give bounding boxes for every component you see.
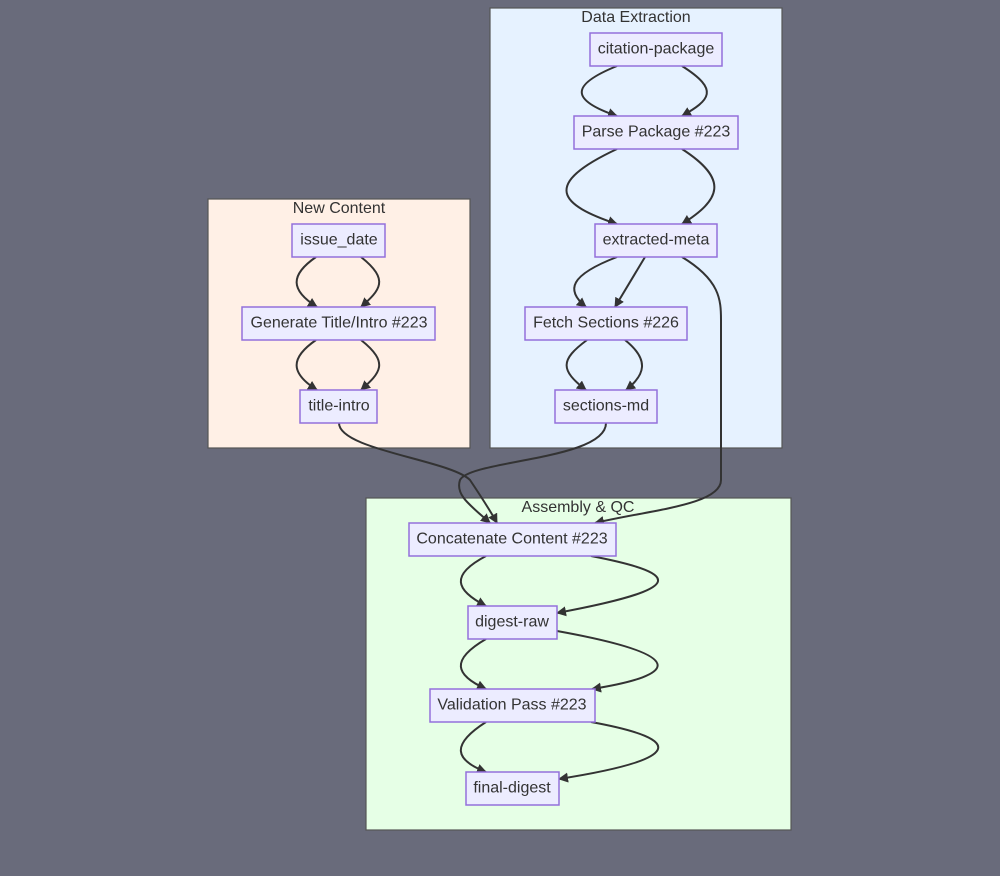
node-label: title-intro — [308, 398, 369, 415]
edge — [360, 339, 381, 391]
edge — [624, 339, 643, 391]
edge — [458, 422, 607, 524]
node-final-digest[interactable]: final-digest — [465, 771, 560, 806]
edge — [459, 721, 487, 774]
edge — [565, 148, 618, 226]
node-sections-md[interactable]: sections-md — [554, 389, 658, 424]
node-issue-date[interactable]: issue_date — [291, 223, 386, 258]
edge — [558, 721, 660, 783]
edge — [556, 555, 660, 617]
node-label: extracted-meta — [603, 232, 710, 249]
node-extracted-meta[interactable]: extracted-meta — [594, 223, 718, 258]
edge — [681, 148, 716, 225]
node-digest-raw[interactable]: digest-raw — [467, 605, 558, 640]
edge — [614, 256, 646, 308]
edge — [295, 256, 318, 308]
node-concatenate-content[interactable]: Concatenate Content #223 — [408, 522, 617, 557]
edge — [594, 256, 722, 526]
edge — [565, 339, 588, 391]
node-label: Concatenate Content #223 — [416, 531, 607, 548]
edge — [556, 630, 659, 693]
node-label: citation-package — [598, 41, 715, 58]
node-label: sections-md — [563, 398, 649, 415]
node-label: Fetch Sections #226 — [533, 315, 679, 332]
node-title-intro[interactable]: title-intro — [299, 389, 378, 424]
node-fetch-sections[interactable]: Fetch Sections #226 — [524, 306, 688, 341]
node-label: issue_date — [300, 232, 377, 249]
node-generate-title[interactable]: Generate Title/Intro #223 — [241, 306, 436, 341]
edge — [295, 339, 318, 391]
node-label: Validation Pass #223 — [437, 697, 586, 714]
edge — [459, 638, 487, 690]
node-label: final-digest — [473, 780, 551, 797]
cluster-title: Data Extraction — [581, 9, 690, 26]
cluster-title: Assembly & QC — [522, 499, 635, 516]
edge — [681, 65, 708, 117]
node-label: digest-raw — [475, 614, 549, 631]
edges — [295, 65, 722, 783]
edge — [581, 65, 618, 118]
node-parse-package[interactable]: Parse Package #223 — [573, 115, 739, 150]
node-label: Generate Title/Intro #223 — [251, 315, 428, 332]
edge — [338, 422, 498, 524]
edge — [459, 555, 487, 607]
edge — [573, 256, 618, 308]
cluster-title: New Content — [293, 200, 386, 217]
node-citation-package[interactable]: citation-package — [589, 32, 723, 67]
node-label: Parse Package #223 — [582, 124, 731, 141]
edge — [360, 256, 381, 308]
node-validation-pass[interactable]: Validation Pass #223 — [429, 688, 596, 723]
